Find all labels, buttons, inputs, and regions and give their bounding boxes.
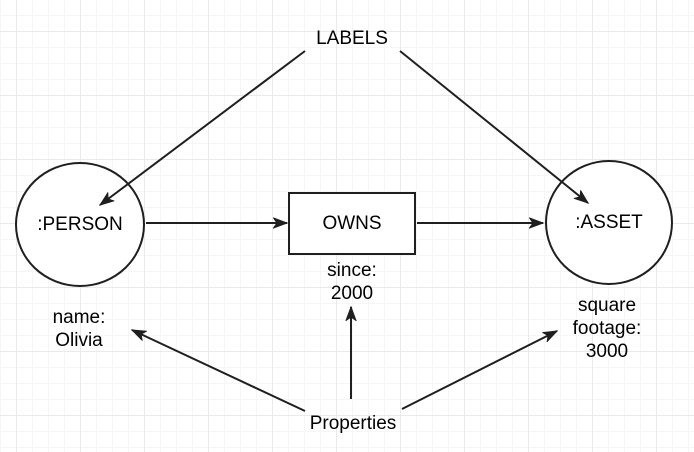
since-property-text[interactable]: since: 2000 [327,260,377,304]
owns-relationship-label: OWNS [322,212,382,234]
name-property-text[interactable]: name: Olivia [52,307,106,351]
owns-relationship-box[interactable]: OWNS [288,192,416,255]
edge-properties-to-name[interactable] [132,329,306,412]
person-node[interactable]: :PERSON [15,162,145,287]
edge-labels-to-person[interactable] [100,50,306,205]
properties-heading[interactable]: Properties [309,413,397,434]
square-footage-property-text[interactable]: square footage: 3000 [572,295,642,362]
asset-node-label: :ASSET [575,211,643,233]
person-node-label: :PERSON [37,213,123,235]
edge-labels-to-asset[interactable] [399,50,588,203]
edge-properties-to-square-footage[interactable] [401,330,557,410]
asset-node[interactable]: :ASSET [545,160,673,285]
labels-heading[interactable]: LABELS [316,28,388,49]
